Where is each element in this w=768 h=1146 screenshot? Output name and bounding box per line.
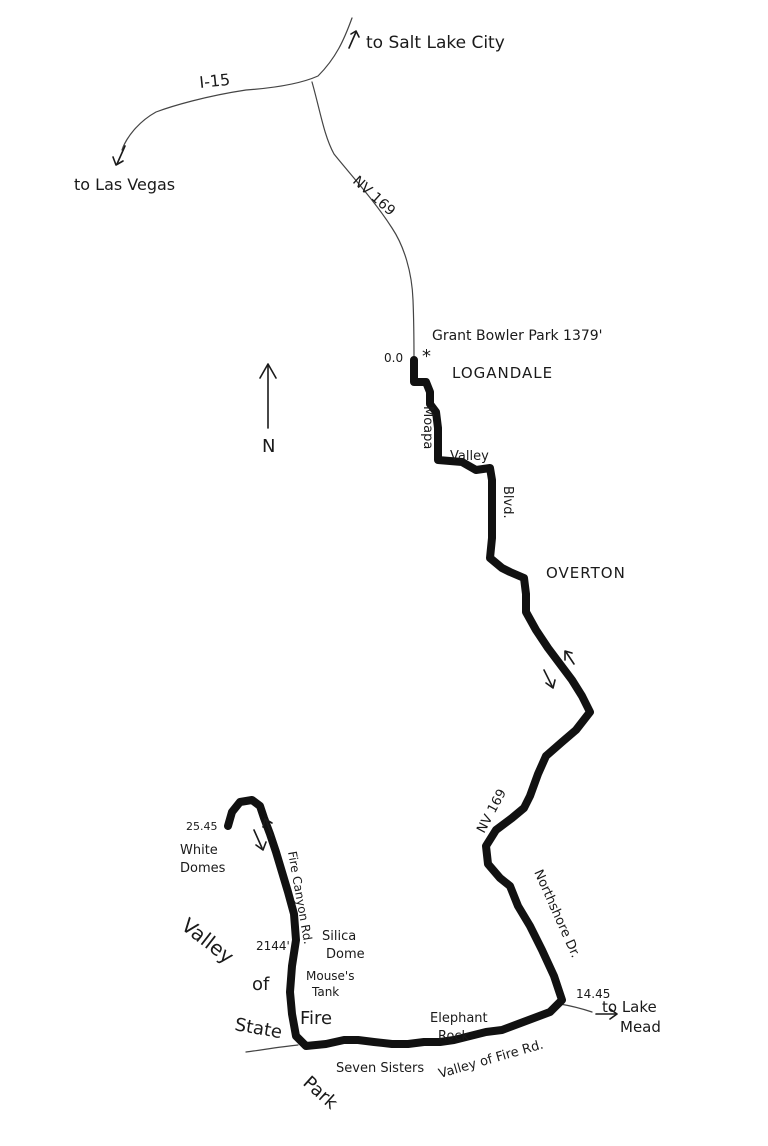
las-vegas-arrow-icon (112, 145, 126, 166)
north-arrow-icon (259, 363, 277, 429)
lake-mead-label-1: to Lake (602, 998, 657, 1016)
silica-dome-label-2: Dome (326, 947, 365, 962)
logandale-label: LOGANDALE (452, 364, 553, 382)
park-label-valley: Valley (177, 913, 239, 969)
elephant-rock-label-1: Elephant (430, 1011, 488, 1026)
overton-label: OVERTON (546, 564, 626, 582)
elephant-rock-label-2: Rock (438, 1029, 470, 1044)
start-mileage: 0.0 (384, 351, 403, 365)
elevation-label: 2144' (256, 939, 290, 953)
park-label-fire: Fire (300, 1008, 332, 1029)
route-down-arrow-icon (543, 669, 556, 689)
nv169-north-label: NV 169 (349, 173, 398, 219)
park-label-park: Park (299, 1072, 342, 1114)
route-line (224, 356, 594, 1050)
mouses-tank-label-1: Mouse's (306, 969, 355, 983)
park-label-state: State (233, 1014, 284, 1043)
valley-of-fire-rd-label: Valley of Fire Rd. (437, 1038, 545, 1082)
las-vegas-label: to Las Vegas (74, 175, 175, 194)
valley-label: Valley (450, 449, 489, 464)
junction-mileage: 14.45 (576, 987, 610, 1001)
moapa-label: Moapa (420, 406, 435, 449)
blvd-label: Blvd. (500, 486, 515, 519)
start-marker: * (422, 346, 431, 367)
salt-lake-arrow-icon (348, 30, 360, 49)
white-domes-label-1: White (180, 843, 218, 858)
white-domes-label-2: Domes (180, 861, 226, 876)
turnaround-mileage: 25.45 (186, 820, 218, 833)
i15-road (121, 17, 353, 151)
mouses-tank-label-2: Tank (311, 985, 339, 999)
fire-canyon-up-arrow-icon (262, 818, 273, 837)
nv169-north-road (311, 81, 415, 363)
silica-dome-label-1: Silica (322, 929, 356, 944)
salt-lake-city-label: to Salt Lake City (366, 33, 505, 53)
lake-mead-arrow-icon (595, 1008, 618, 1020)
park-west-road (245, 1044, 299, 1053)
start-label: Grant Bowler Park 1379' (432, 328, 603, 344)
park-label-of: of (252, 974, 270, 995)
route-up-arrow-icon (564, 650, 575, 665)
north-label: N (262, 436, 275, 457)
i15-label: I-15 (198, 70, 231, 92)
seven-sisters-label: Seven Sisters (336, 1061, 424, 1076)
lake-mead-label-2: Mead (620, 1018, 661, 1036)
fire-canyon-down-arrow-icon (253, 829, 267, 851)
lake-mead-road (559, 1003, 593, 1013)
